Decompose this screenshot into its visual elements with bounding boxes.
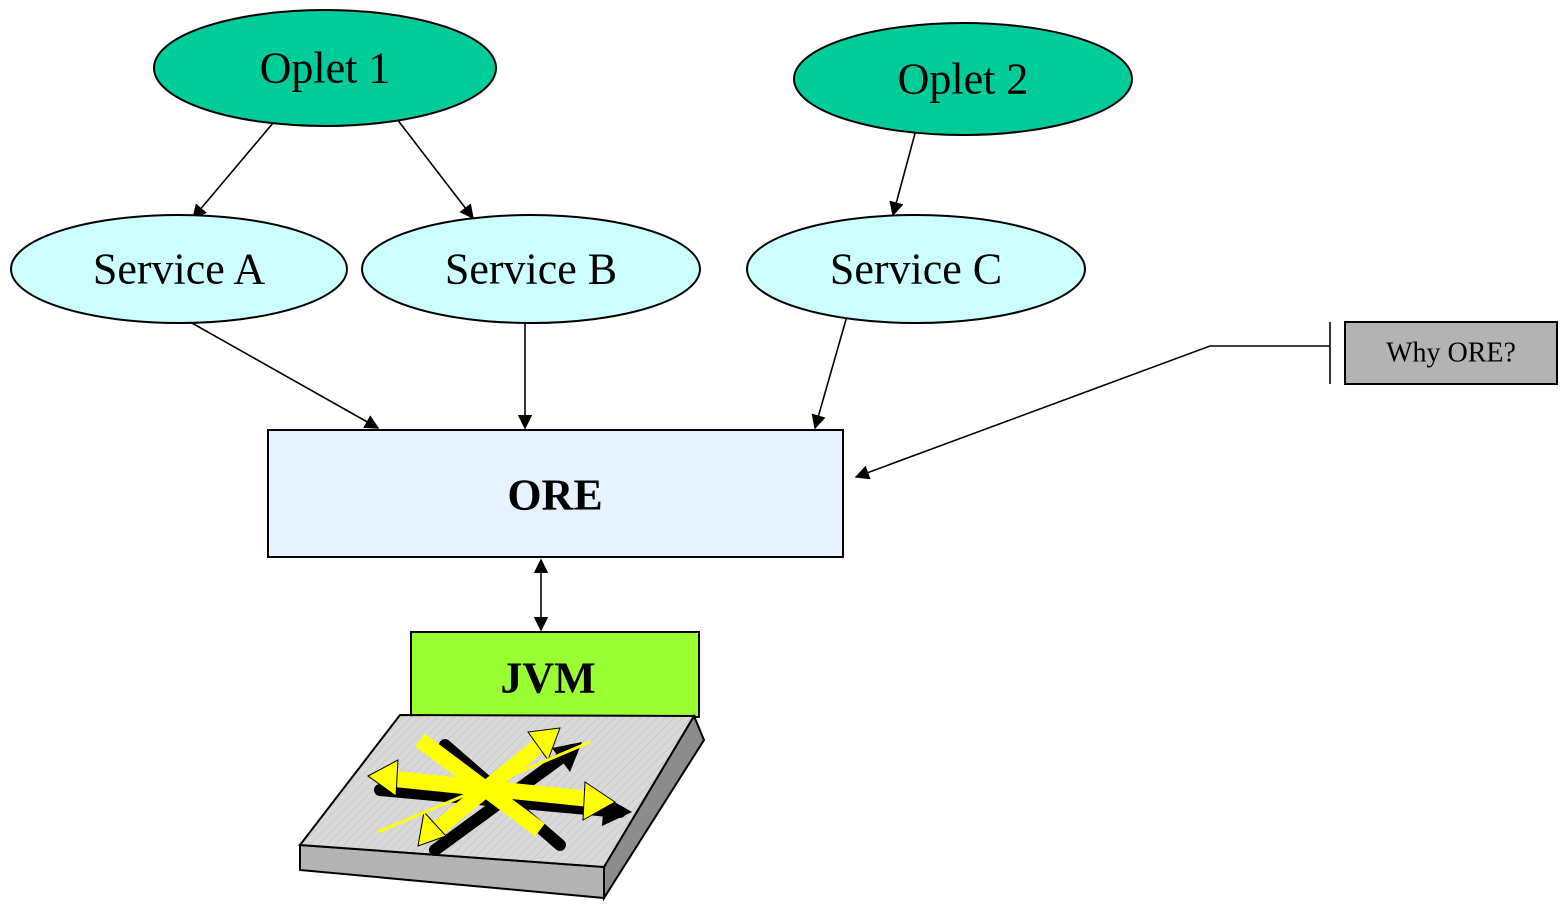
router-icon [298,713,706,902]
oplet-1-label: Oplet 1 [260,44,391,93]
jvm-box: JVM [410,631,700,718]
service-c-label: Service C [830,245,1002,294]
service-c-node: Service C [746,214,1086,324]
edge-oplet2-serviceC [889,125,918,217]
edge-oplet1-serviceB [389,109,474,220]
edge-serviceA-ore [182,317,380,429]
service-a-node: Service A [10,214,348,324]
edge-oplet1-serviceA [192,109,285,220]
service-b-label: Service B [445,245,617,294]
oplet-1-node: Oplet 1 [153,9,497,127]
ore-label: ORE [507,471,602,520]
service-b-node: Service B [361,214,701,324]
edge-serviceC-ore [811,315,848,430]
jvm-label: JVM [500,654,595,703]
edges [182,109,1331,632]
oplet-2-node: Oplet 2 [793,22,1133,136]
ore-box: ORE [267,429,844,558]
service-a-label: Service A [93,245,266,294]
why-ore-label: Why ORE? [1386,338,1516,369]
why-ore-note[interactable]: Why ORE? [1344,321,1558,385]
oplet-2-label: Oplet 2 [898,55,1029,104]
edge-note-ore [854,345,1330,480]
